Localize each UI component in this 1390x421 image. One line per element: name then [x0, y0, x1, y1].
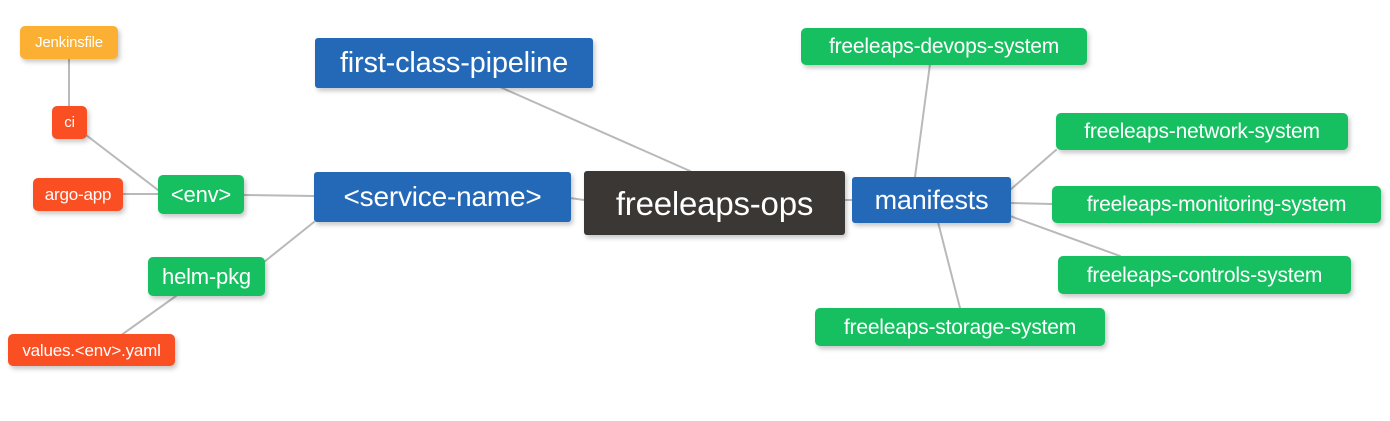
node-freeleaps-devops-system-label: freeleaps-devops-system	[829, 35, 1059, 58]
node-freeleaps-ops-label: freeleaps-ops	[615, 184, 814, 222]
node-freeleaps-monitoring-system-label: freeleaps-monitoring-system	[1086, 193, 1347, 216]
edge-manifests-storage	[937, 221, 961, 309]
node-ci-label: ci	[64, 114, 75, 131]
node-manifests[interactable]: manifests	[852, 177, 1011, 223]
node-env[interactable]: <env>	[158, 175, 244, 214]
edge-servicename-root	[569, 197, 585, 201]
edge-firstclasspipeline-root	[499, 86, 691, 172]
node-freeleaps-controls-system[interactable]: freeleaps-controls-system	[1058, 256, 1351, 294]
node-first-class-pipeline-label: first-class-pipeline	[339, 46, 569, 79]
node-helm-pkg[interactable]: helm-pkg	[148, 257, 265, 296]
node-argo-app[interactable]: argo-app	[33, 178, 123, 211]
node-freeleaps-network-system-label: freeleaps-network-system	[1084, 120, 1320, 143]
node-service-name[interactable]: <service-name>	[314, 172, 571, 222]
node-freeleaps-storage-system[interactable]: freeleaps-storage-system	[815, 308, 1105, 346]
node-values-yaml-label: values.<env>.yaml	[22, 340, 161, 360]
edge-manifests-network	[1009, 149, 1057, 191]
node-ci[interactable]: ci	[52, 106, 87, 139]
node-freeleaps-devops-system[interactable]: freeleaps-devops-system	[801, 28, 1087, 65]
node-first-class-pipeline[interactable]: first-class-pipeline	[315, 38, 593, 88]
node-argo-app-label: argo-app	[44, 185, 112, 204]
edge-servicename-helmpkg	[263, 221, 315, 263]
edge-helmpkg-valuesyaml	[119, 295, 177, 337]
node-freeleaps-storage-system-label: freeleaps-storage-system	[843, 315, 1077, 339]
node-freeleaps-controls-system-label: freeleaps-controls-system	[1086, 263, 1323, 287]
node-helm-pkg-label: helm-pkg	[162, 263, 251, 289]
node-service-name-label: <service-name>	[343, 181, 542, 212]
node-values-yaml[interactable]: values.<env>.yaml	[8, 334, 175, 366]
node-env-label: <env>	[170, 181, 232, 207]
node-freeleaps-network-system[interactable]: freeleaps-network-system	[1056, 113, 1348, 150]
node-jenkinsfile[interactable]: Jenkinsfile	[20, 26, 118, 59]
node-jenkinsfile-label: Jenkinsfile	[35, 34, 103, 51]
node-manifests-label: manifests	[874, 184, 989, 215]
node-freeleaps-monitoring-system[interactable]: freeleaps-monitoring-system	[1052, 186, 1381, 223]
edge-manifests-devops	[914, 63, 931, 178]
node-freeleaps-ops[interactable]: freeleaps-ops	[584, 171, 845, 235]
edge-manifests-monitoring	[1009, 202, 1053, 205]
edge-env-servicename	[242, 194, 315, 197]
